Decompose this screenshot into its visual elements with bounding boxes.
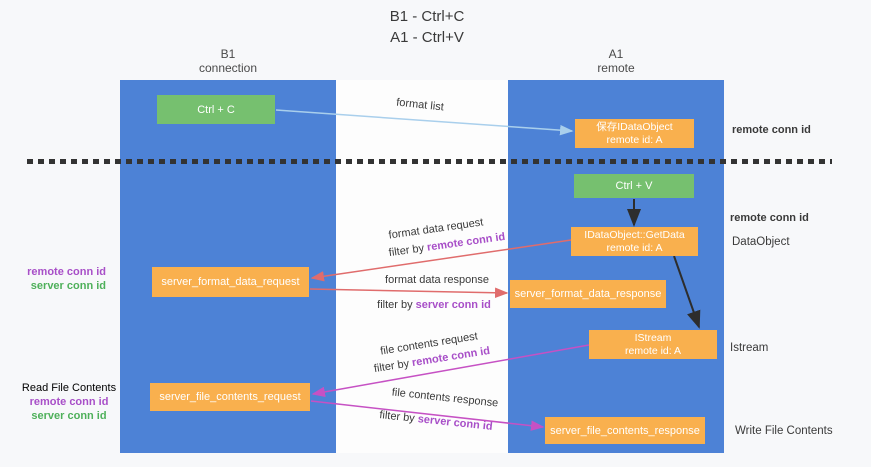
node-server-format-data-request: server_format_data_request [152, 267, 309, 297]
right-column-role: remote [597, 61, 635, 75]
node-ctrl-c-label: Ctrl + C [197, 103, 235, 116]
node-ctrl-c: Ctrl + C [157, 95, 275, 124]
node-istream: IStream remote id: A [589, 330, 717, 359]
node-file-response-label: server_file_contents_response [550, 424, 700, 437]
node-save-dataobject: 保存IDataObject remote id: A [575, 119, 694, 148]
remote-conn-id-annotation: remote conn id [27, 266, 106, 278]
node-istream-line1: IStream [634, 331, 672, 344]
diagram-title: B1 - Ctrl+C A1 - Ctrl+V [390, 6, 465, 48]
node-format-response-label: server_format_data_response [514, 288, 662, 300]
server-conn-id-annotation: server conn id [31, 410, 107, 422]
remote-conn-id-annotation-top: remote conn id [732, 124, 811, 136]
left-conn-id-annotation: remote conn id server conn id [22, 265, 106, 293]
node-getdata-line2: remote id: A [606, 241, 663, 254]
title-line-1: B1 - Ctrl+C [389, 8, 465, 25]
filter-by-text: filter by [377, 299, 416, 311]
dataobject-annotation: DataObject [732, 236, 790, 248]
node-getdata-line1: IDataObject::GetData [584, 228, 685, 241]
node-istream-line2: remote id: A [624, 344, 682, 357]
node-save-dataobject-line2: remote id: A [606, 133, 663, 146]
right-column-name: A1 [608, 47, 624, 61]
left-column-name: B1 [220, 47, 236, 61]
write-file-contents-label: Write File Contents [735, 425, 833, 437]
node-ctrl-v: Ctrl + V [574, 174, 694, 198]
label-filter-by-server-1: filter by server conn id [377, 299, 491, 311]
istream-annotation: Istream [730, 342, 769, 354]
left-column-role: connection [198, 61, 258, 75]
read-file-contents-annotation-group: Read File Contents remote conn id server… [18, 381, 120, 423]
left-column-header: B1 connection [120, 47, 336, 75]
server-conn-id-annotation: server conn id [30, 280, 106, 292]
session-divider-dashed-line [27, 159, 832, 164]
node-server-file-contents-request: server_file_contents_request [150, 383, 310, 411]
read-file-contents-label: Read File Contents [21, 382, 117, 394]
label-format-data-response: format data response [385, 274, 489, 286]
right-column-header: A1 remote [508, 47, 724, 75]
node-format-request-label: server_format_data_request [161, 276, 300, 288]
remote-conn-id-annotation: remote conn id [29, 396, 109, 408]
remote-conn-id-annotation-mid: remote conn id [730, 212, 809, 224]
node-file-request-label: server_file_contents_request [159, 391, 301, 403]
node-server-format-data-response: server_format_data_response [510, 280, 666, 308]
node-ctrl-v-label: Ctrl + V [615, 180, 653, 192]
node-save-dataobject-line1: 保存IDataObject [596, 120, 673, 133]
server-conn-id-text: server conn id [415, 299, 491, 311]
node-server-file-contents-response: server_file_contents_response [545, 417, 705, 444]
node-idataobject-getdata: IDataObject::GetData remote id: A [571, 227, 698, 256]
title-line-2: A1 - Ctrl+V [390, 29, 464, 46]
